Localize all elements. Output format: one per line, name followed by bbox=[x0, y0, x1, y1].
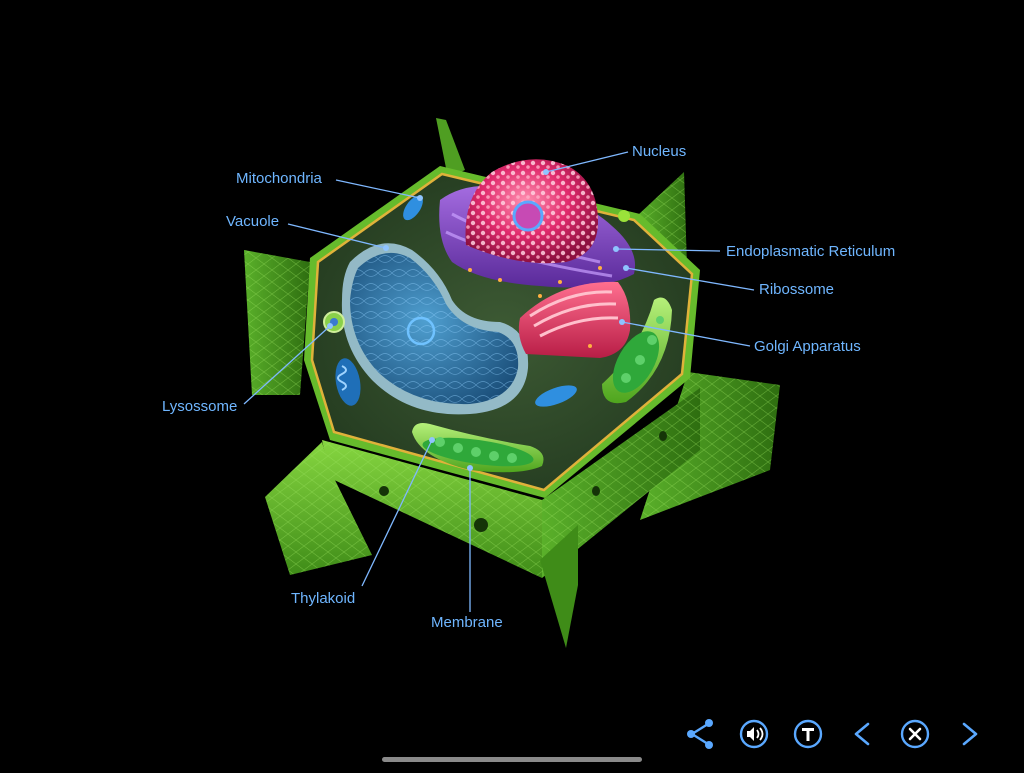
leader-dots bbox=[327, 169, 629, 471]
leader-vacuole bbox=[287, 223, 387, 249]
leader-lines bbox=[243, 151, 755, 612]
nucleus-shape bbox=[465, 159, 598, 264]
leader-ribossome bbox=[625, 267, 755, 291]
golgi-apparatus-shape bbox=[518, 281, 631, 358]
label-thylakoid[interactable]: Thylakoid bbox=[291, 590, 356, 607]
leader-nucleus bbox=[545, 151, 629, 173]
label-endoplasmatic-reticulum[interactable]: Endoplasmatic Reticulum bbox=[726, 243, 896, 260]
close-icon bbox=[900, 719, 930, 749]
label-ribossome[interactable]: Ribossome bbox=[759, 281, 835, 298]
label-vacuole[interactable]: Vacuole bbox=[226, 213, 280, 230]
leader-golgi bbox=[621, 321, 751, 347]
text-button[interactable] bbox=[790, 716, 826, 752]
vacuole-shape bbox=[341, 243, 529, 415]
label-lysossome[interactable]: Lysossome bbox=[162, 398, 238, 415]
audio-icon bbox=[739, 719, 769, 749]
chloroplast-bottom bbox=[412, 423, 544, 473]
share-icon bbox=[687, 719, 713, 749]
chloroplast-right bbox=[602, 297, 672, 404]
home-indicator[interactable] bbox=[382, 757, 642, 762]
share-button[interactable] bbox=[682, 716, 718, 752]
label-mitochondria[interactable]: Mitochondria bbox=[236, 170, 322, 187]
small-organelles bbox=[323, 195, 630, 407]
next-button[interactable] bbox=[952, 716, 988, 752]
label-membrane[interactable]: Membrane bbox=[431, 614, 503, 631]
leader-mitochondria bbox=[335, 179, 421, 199]
previous-button[interactable] bbox=[844, 716, 880, 752]
label-nucleus[interactable]: Nucleus bbox=[632, 143, 687, 160]
close-button[interactable] bbox=[897, 716, 933, 752]
leader-thylakoid bbox=[361, 439, 433, 587]
leader-lysossome bbox=[243, 325, 331, 405]
label-golgi-apparatus[interactable]: Golgi Apparatus bbox=[754, 338, 861, 355]
leader-er bbox=[615, 248, 721, 252]
previous-icon bbox=[854, 722, 870, 746]
audio-button[interactable] bbox=[736, 716, 772, 752]
cell-wall bbox=[244, 118, 780, 648]
next-icon bbox=[962, 722, 978, 746]
text-icon bbox=[793, 719, 823, 749]
